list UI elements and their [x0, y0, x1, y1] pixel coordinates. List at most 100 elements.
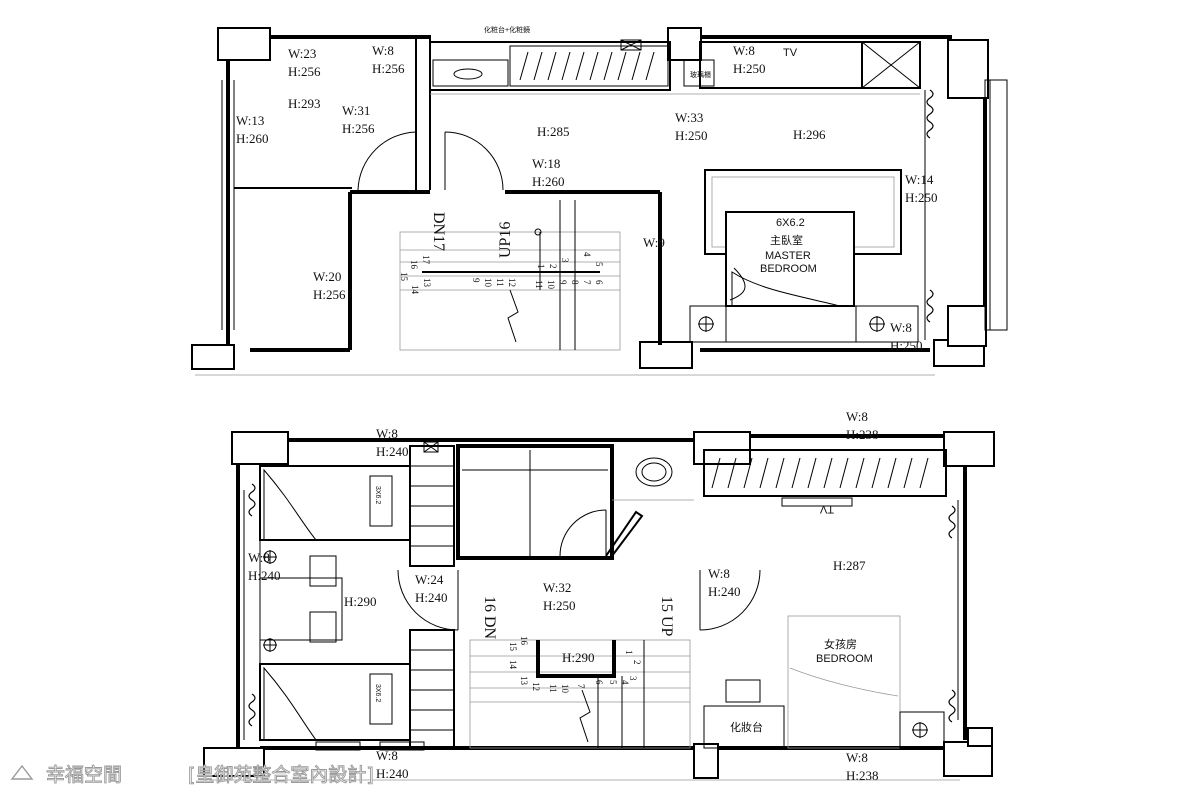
svg-text:8: 8 [570, 280, 580, 285]
chair [309, 611, 337, 643]
dim-label: H:250 [905, 190, 938, 205]
stair-step-numbers: 16 15 14 13 12 1 2 3 4 5 6 7 10 11 [508, 636, 642, 694]
door-swing [699, 569, 761, 631]
svg-text:12: 12 [531, 682, 541, 691]
column [967, 727, 993, 747]
cabinet-label: 玻璃櫃 [690, 70, 711, 79]
dim-label: H:250 [675, 128, 708, 143]
svg-text:4: 4 [620, 680, 630, 685]
svg-text:4: 4 [582, 252, 592, 257]
svg-text:9: 9 [558, 280, 568, 285]
column [693, 431, 751, 465]
vanity-desk [703, 705, 785, 749]
dim-label: W:8 [708, 566, 730, 581]
column [947, 305, 987, 347]
dim-label: W:32 [543, 580, 571, 595]
vanity-label: 化妝台 [730, 720, 763, 734]
tv-cabinet [699, 41, 863, 89]
bathroom [456, 444, 614, 560]
svg-text:10: 10 [546, 280, 556, 290]
column [203, 747, 265, 777]
dim-label: W:8 [846, 750, 868, 765]
curtain-symbol [948, 689, 956, 723]
bed-tag: 3X6.2 [374, 486, 381, 504]
dim-label: H:256 [313, 287, 346, 302]
dim-label: H:260 [236, 131, 269, 146]
svg-text:6: 6 [594, 280, 604, 285]
room-label-en: BEDROOM [816, 653, 873, 665]
dim-label: W:31 [342, 103, 370, 118]
svg-text:11: 11 [534, 280, 544, 289]
svg-text:15: 15 [508, 642, 518, 652]
column [693, 743, 719, 779]
dim-label: W:9 [643, 235, 665, 250]
dim-label: H:285 [537, 124, 570, 139]
dim-label: W:8 [376, 426, 398, 441]
curtain-symbol [248, 483, 256, 517]
tv-label: TV [819, 503, 834, 515]
wardrobe [703, 449, 947, 497]
dim-label: W:8 [890, 320, 912, 335]
svg-text:11: 11 [495, 278, 505, 287]
room-label-zh: 主臥室 [770, 233, 803, 247]
chair [309, 555, 337, 587]
dim-label: W:23 [288, 46, 316, 61]
stair-up-label: 15 UP [658, 596, 675, 637]
room-label-en: MASTER [765, 250, 811, 262]
vanity-note: 化粧台+化粧鏡 [484, 25, 530, 34]
curtain-symbol [948, 505, 956, 539]
stair-step-numbers: 17 16 15 14 13 12 11 10 9 1 2 3 4 5 6 7 … [399, 252, 604, 295]
dim-label: W:8 [846, 409, 868, 424]
svg-text:10: 10 [483, 278, 493, 288]
girl-bed [787, 615, 901, 749]
door-swing [444, 131, 504, 191]
dim-label: W:24 [415, 572, 444, 587]
svg-text:3: 3 [560, 258, 570, 263]
room-label-en: BEDROOM [760, 263, 817, 275]
curtain-symbol [926, 289, 934, 323]
dim-label: W:8 [372, 43, 394, 58]
sink [635, 457, 673, 487]
svg-text:12: 12 [507, 278, 517, 287]
svg-text:16: 16 [519, 636, 529, 646]
svg-text:7: 7 [576, 684, 586, 689]
dim-label: H:250 [733, 61, 766, 76]
svg-text:13: 13 [422, 278, 432, 288]
window [984, 79, 1008, 331]
dim-label: W:18 [532, 156, 560, 171]
dim-label: H:240 [415, 590, 448, 605]
room-label-zh: 女孩房 [824, 637, 857, 651]
svg-text:11: 11 [548, 684, 558, 693]
svg-text:1: 1 [624, 650, 634, 655]
dim-label: H:256 [372, 61, 405, 76]
dim-label: H:290 [344, 594, 377, 609]
dim-label: W:8 [248, 550, 270, 565]
svg-text:15: 15 [399, 272, 409, 282]
dim-label: W:20 [313, 269, 341, 284]
dim-label: W:13 [236, 113, 264, 128]
dim-label: H:240 [376, 766, 409, 781]
tv-label: TV [783, 47, 798, 59]
column [639, 341, 693, 369]
door-swing [357, 131, 417, 191]
dim-label: H:296 [793, 127, 826, 142]
lower-floor-labels: W:8 H:240 W:8 H:238 W:8 H:240 H:290 W:24… [248, 409, 879, 783]
hanger-marks [519, 51, 655, 81]
column [231, 431, 289, 465]
wardrobe [409, 629, 455, 749]
watermark-designer: [皇御苑整合室內設計] [188, 764, 374, 786]
bed-tag: 3X6.2 [374, 684, 381, 702]
single-bed [259, 663, 411, 741]
watermark-brand: 幸福空間 [46, 764, 122, 786]
dim-label: H:256 [288, 64, 321, 79]
door-swing [559, 509, 607, 557]
dim-label: W:8 [733, 43, 755, 58]
svg-text:16: 16 [409, 260, 419, 270]
dim-label: H:240 [708, 584, 741, 599]
svg-text:2: 2 [548, 264, 558, 269]
column [217, 27, 271, 61]
master-bed [725, 211, 855, 307]
svg-text:2: 2 [632, 660, 642, 665]
dim-label: H:260 [532, 174, 565, 189]
